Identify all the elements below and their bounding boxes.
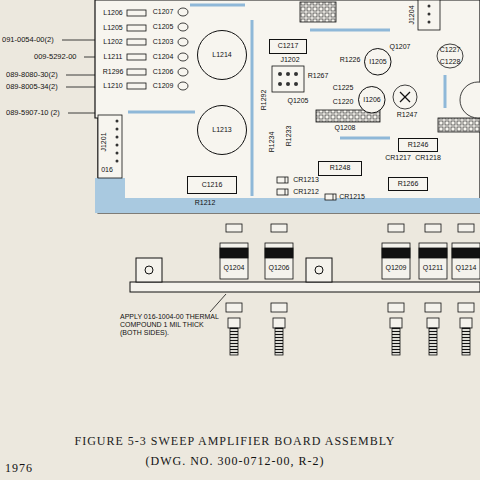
component-designator: R1226: [340, 56, 361, 64]
component-designator: C1205: [153, 23, 174, 31]
leader-lines: [62, 40, 95, 113]
component-designator: Q1206: [268, 264, 289, 272]
note-leader: [210, 294, 226, 312]
component-designator: Q1208: [334, 124, 355, 132]
component-designator: R1234: [268, 132, 276, 153]
component-designator: Q1209: [385, 264, 406, 272]
component-designator: Q1207: [389, 43, 410, 51]
part-number: 091-0054-00(2): [2, 36, 54, 45]
component-designator: R1246: [408, 141, 429, 149]
part-number: 009-5292-00: [34, 53, 77, 62]
component-circle: I1205: [364, 48, 392, 76]
component-designator: CR1215: [339, 193, 365, 201]
pcb-traces: [128, 5, 445, 196]
board-outline: [95, 0, 480, 213]
component-designator: R1248: [330, 164, 351, 172]
component-designator: CR1213: [293, 176, 319, 184]
component-designator: L1205: [103, 24, 122, 32]
component-designator: Q1211: [423, 264, 444, 272]
part-number: 089-5907-10 (2): [6, 109, 60, 118]
component-designator: C1217: [278, 42, 299, 50]
component-designator: J1202: [280, 56, 299, 64]
component-designator: C1228: [440, 58, 461, 66]
pin-dots: [116, 5, 431, 163]
component-designator: I1205: [369, 58, 387, 66]
component-designator: Q1204: [223, 264, 244, 272]
part-number: 089-8005-34(2): [6, 83, 58, 92]
component-designator: L1206: [103, 9, 122, 17]
component-designator: R1212: [195, 199, 216, 207]
component-circle: L1214: [197, 30, 247, 80]
component-designator: R1267: [308, 72, 329, 80]
component-box: C1216: [187, 176, 237, 194]
potentiometer-cross: [400, 92, 410, 102]
component-designator: R1296: [103, 68, 124, 76]
component-designator: 016: [101, 166, 113, 174]
component-circle: I1206: [358, 86, 386, 114]
ground-plane: [95, 198, 480, 213]
component-designator: C1203: [153, 38, 174, 46]
component-designator: C1227: [440, 46, 461, 54]
component-designator: C1207: [153, 8, 174, 16]
figure-caption: FIGURE 5-3 SWEEP AMPLIFIER BOARD ASSEMBL…: [74, 434, 395, 449]
component-designator: L1213: [212, 126, 231, 134]
component-designator: L1210: [103, 82, 122, 90]
component-designator: R1266: [398, 180, 419, 188]
assembly-note: APPLY 016-1004-00 THERMAL COMPOUND 1 MIL…: [120, 313, 220, 337]
component-designator: CR1212: [293, 188, 319, 196]
component-designator: C1204: [153, 53, 174, 61]
component-designator: R1292: [260, 90, 268, 111]
component-designator: C1209: [153, 82, 174, 90]
component-box: C1217: [269, 39, 307, 54]
component-box: R1246: [398, 138, 438, 152]
component-circle: L1213: [197, 105, 247, 155]
component-designator: C1206: [153, 68, 174, 76]
component-designator: C1216: [202, 181, 223, 189]
ground-plane: [95, 178, 125, 200]
component-designator: J1201: [100, 132, 108, 151]
component-designator: CR1218: [415, 154, 441, 162]
part-number: 089-8080-30(2): [6, 71, 58, 80]
component-designator: L1202: [103, 38, 122, 46]
drawing-info: 1976: [5, 461, 33, 476]
component-designator: R1247: [397, 111, 418, 119]
component-outlines: [98, 0, 480, 178]
component-designator: C1220: [333, 98, 354, 106]
component-box: R1266: [388, 177, 428, 191]
drawing-info: (DWG. NO. 300-0712-00, R-2): [146, 454, 325, 469]
component-box: R1248: [318, 161, 362, 176]
component-designator: Q1214: [455, 264, 476, 272]
component-designator: L1211: [104, 53, 123, 61]
component-designator: R1233: [285, 126, 293, 147]
transistor-mount: [220, 224, 480, 355]
component-designator: L1214: [212, 51, 231, 59]
component-designator: Q1205: [287, 97, 308, 105]
component-designator: CR1217: [385, 154, 411, 162]
component-designator: I1206: [363, 96, 381, 104]
component-designator: J1204: [408, 5, 416, 24]
component-designator: C1225: [333, 84, 354, 92]
